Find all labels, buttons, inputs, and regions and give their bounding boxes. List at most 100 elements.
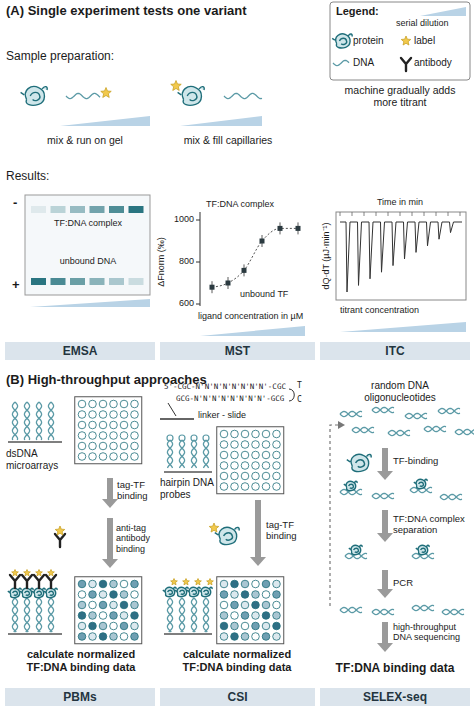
array-spot bbox=[78, 421, 86, 429]
method-name: PBMs bbox=[63, 690, 96, 704]
hairpin-cap bbox=[167, 435, 173, 441]
label-star bbox=[183, 579, 190, 585]
array-spot bbox=[241, 591, 249, 599]
protein-icon bbox=[8, 588, 21, 597]
dna-strand bbox=[424, 426, 446, 431]
dna-strand bbox=[179, 440, 184, 468]
array-spot bbox=[99, 432, 107, 440]
text-label: random DNA oligonucleotides bbox=[335, 380, 465, 403]
array-spot bbox=[131, 442, 139, 450]
dilution-wedge bbox=[60, 116, 150, 126]
loop-head bbox=[338, 421, 345, 429]
array-spot bbox=[273, 612, 281, 620]
dilution-wedge bbox=[420, 7, 466, 16]
arrow-head bbox=[377, 471, 393, 480]
array-spot bbox=[120, 453, 128, 461]
text-label: tag-TF binding bbox=[266, 520, 314, 542]
dna-strand bbox=[372, 493, 394, 498]
text-label: TF:DNA binding data bbox=[320, 662, 470, 676]
array-spot bbox=[241, 483, 249, 491]
method-name: CSI bbox=[227, 690, 247, 704]
array-spot bbox=[110, 442, 118, 450]
array-spot bbox=[220, 622, 228, 630]
array-spot bbox=[120, 622, 128, 630]
dna-strand bbox=[36, 598, 41, 632]
array-spot bbox=[131, 411, 139, 419]
data-point bbox=[210, 285, 215, 290]
dna-strand bbox=[438, 408, 460, 413]
dna-strand bbox=[333, 60, 349, 65]
process-arrow bbox=[382, 570, 388, 590]
array-spot bbox=[78, 580, 86, 588]
dna-strand bbox=[24, 402, 29, 440]
text-label: T bbox=[297, 381, 307, 390]
dilution-wedge bbox=[200, 326, 305, 336]
array-spot bbox=[120, 601, 128, 609]
dna-strand bbox=[167, 598, 172, 632]
array-slide bbox=[75, 577, 142, 644]
arrow-head bbox=[377, 533, 393, 542]
array-spot bbox=[99, 421, 107, 429]
axis-tick bbox=[196, 262, 200, 263]
dna-strand bbox=[167, 440, 172, 468]
array-spot bbox=[252, 451, 260, 459]
array-spot bbox=[220, 580, 228, 588]
label-star bbox=[36, 570, 43, 576]
dna-strand bbox=[340, 607, 362, 612]
label-star bbox=[209, 523, 219, 532]
text-label: high-throughput DNA sequencing bbox=[393, 622, 471, 643]
array-spot bbox=[262, 441, 270, 449]
time-tick bbox=[460, 212, 461, 216]
array-spot bbox=[78, 411, 86, 419]
dna-strand bbox=[203, 598, 208, 632]
process-arrow bbox=[255, 500, 261, 558]
process-arrow bbox=[382, 510, 388, 534]
array-spot bbox=[252, 441, 260, 449]
protein-icon bbox=[20, 588, 33, 597]
array-spot bbox=[273, 441, 281, 449]
hairpin-loop bbox=[289, 389, 294, 401]
array-spot bbox=[99, 453, 107, 461]
dna-strand bbox=[179, 598, 184, 632]
protein-icon bbox=[187, 587, 200, 596]
array-spot bbox=[273, 451, 281, 459]
legend-box bbox=[330, 2, 470, 80]
text-label: PCR bbox=[393, 578, 453, 589]
dna-strand bbox=[12, 598, 17, 632]
process-arrow bbox=[107, 518, 113, 560]
array-spot bbox=[99, 411, 107, 419]
array-spot bbox=[273, 633, 281, 641]
protein-icon bbox=[175, 587, 188, 596]
array-spot bbox=[241, 462, 249, 470]
label-star bbox=[401, 36, 411, 45]
array-spot bbox=[252, 483, 260, 491]
dna-strand bbox=[36, 402, 41, 440]
array-spot bbox=[273, 430, 281, 438]
text-label: 1000 bbox=[154, 214, 194, 224]
array-spot bbox=[252, 591, 260, 599]
array-spot bbox=[231, 483, 239, 491]
array-spot bbox=[99, 601, 107, 609]
process-arrow bbox=[107, 478, 113, 500]
array-spot bbox=[89, 612, 97, 620]
array-spot bbox=[273, 601, 281, 609]
slide-line bbox=[160, 418, 194, 420]
array-spot bbox=[220, 612, 228, 620]
array-spot bbox=[220, 430, 228, 438]
array-spot bbox=[231, 580, 239, 588]
text-label: titrant concentration bbox=[340, 305, 465, 315]
dna-strand bbox=[412, 605, 434, 610]
legend-text: serial dilution bbox=[396, 18, 449, 28]
array-spot bbox=[231, 462, 239, 470]
array-spot bbox=[110, 411, 118, 419]
label-star bbox=[12, 570, 19, 576]
array-spot bbox=[120, 421, 128, 429]
slide-surface bbox=[164, 471, 212, 473]
antibody-icon bbox=[55, 534, 65, 547]
legend-text: antibody bbox=[414, 57, 452, 69]
method-band: PBMs bbox=[5, 688, 155, 706]
dna-strand bbox=[66, 93, 100, 98]
array-spot bbox=[220, 451, 228, 459]
array-spot bbox=[220, 633, 228, 641]
